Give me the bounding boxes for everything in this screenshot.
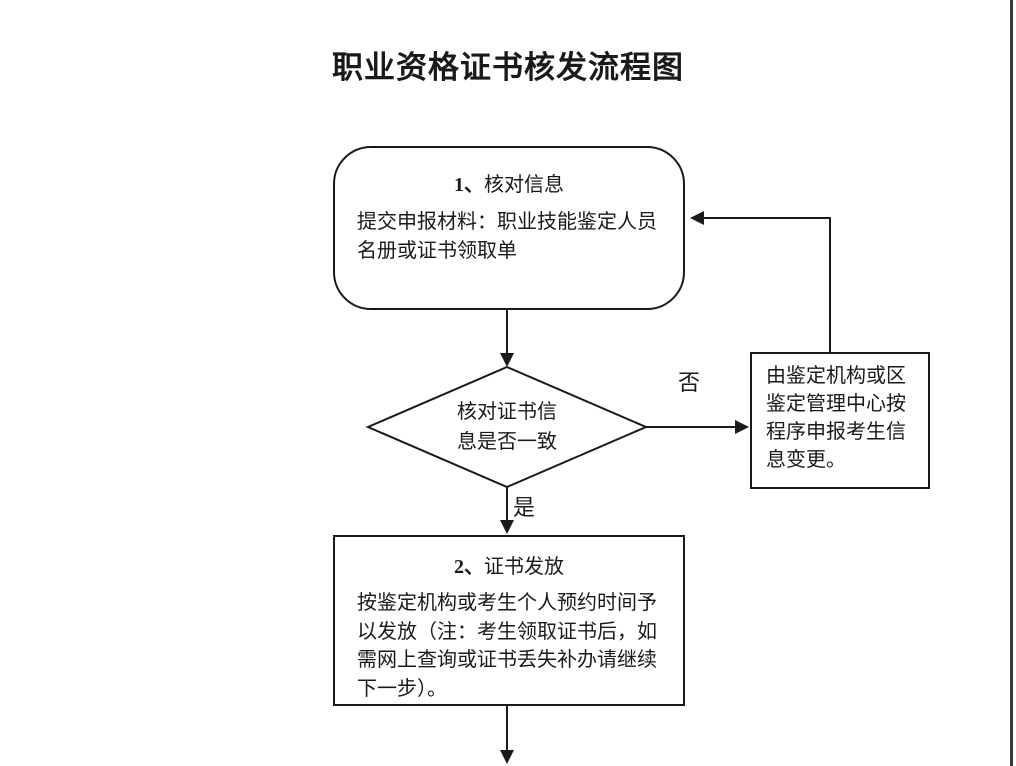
arrowhead-down-decision-icon bbox=[500, 353, 514, 367]
step1-heading-text: 核对信息 bbox=[484, 174, 564, 196]
yes-branch-label: 是 bbox=[513, 495, 536, 520]
step1-body: 提交申报材料：职业技能鉴定人员 名册或证书领取单 bbox=[357, 208, 665, 266]
decision-node-text: 核对证书信 息是否一致 bbox=[397, 397, 617, 457]
step2-node: 2、证书发放 按鉴定机构或考生个人预约时间予 以发放（注：考生领取证书后，如 需… bbox=[333, 535, 685, 706]
arrowhead-right-change-icon bbox=[735, 420, 749, 434]
step1-heading: 1、核对信息 bbox=[335, 168, 683, 197]
connector-feedback-loop bbox=[701, 217, 831, 352]
arrowhead-left-step1-icon bbox=[690, 211, 704, 225]
decision-line: 核对证书信 bbox=[457, 401, 557, 423]
page-edge-line bbox=[1010, 0, 1013, 766]
step2-body-line: 以发放（注：考生领取证书后，如 bbox=[357, 620, 657, 643]
step2-body: 按鉴定机构或考生个人预约时间予 以发放（注：考生领取证书后，如 需网上查询或证书… bbox=[357, 589, 665, 703]
change-info-body: 由鉴定机构或区 鉴定管理中心按 程序申报考生信 息变更。 bbox=[766, 362, 920, 474]
step1-body-line: 提交申报材料：职业技能鉴定人员 bbox=[357, 211, 657, 233]
decision-line: 息是否一致 bbox=[457, 431, 557, 453]
step2-body-line: 按鉴定机构或考生个人预约时间予 bbox=[357, 592, 657, 614]
arrowhead-down-next-icon bbox=[500, 750, 514, 764]
step2-body-line: 需网上查询或证书丢失补办请继续 bbox=[357, 649, 657, 671]
step1-node: 1、核对信息 提交申报材料：职业技能鉴定人员 名册或证书领取单 bbox=[333, 146, 685, 310]
step2-number: 2、 bbox=[454, 556, 484, 578]
change-info-line: 息变更。 bbox=[766, 449, 846, 471]
change-info-line: 鉴定管理中心按 bbox=[766, 393, 906, 415]
change-info-line: 由鉴定机构或区 bbox=[766, 365, 906, 387]
change-info-line: 程序申报考生信 bbox=[766, 421, 906, 443]
step2-heading: 2、证书发放 bbox=[335, 550, 683, 579]
arrowhead-down-step2-icon bbox=[500, 520, 514, 534]
page-title: 职业资格证书核发流程图 bbox=[332, 50, 684, 85]
step1-number: 1、 bbox=[454, 174, 484, 196]
step2-heading-text: 证书发放 bbox=[484, 556, 564, 578]
no-branch-label: 否 bbox=[678, 370, 701, 395]
step1-body-line: 名册或证书领取单 bbox=[357, 240, 517, 262]
step2-body-line: 下一步）。 bbox=[357, 677, 447, 700]
change-info-node: 由鉴定机构或区 鉴定管理中心按 程序申报考生信 息变更。 bbox=[750, 352, 930, 489]
